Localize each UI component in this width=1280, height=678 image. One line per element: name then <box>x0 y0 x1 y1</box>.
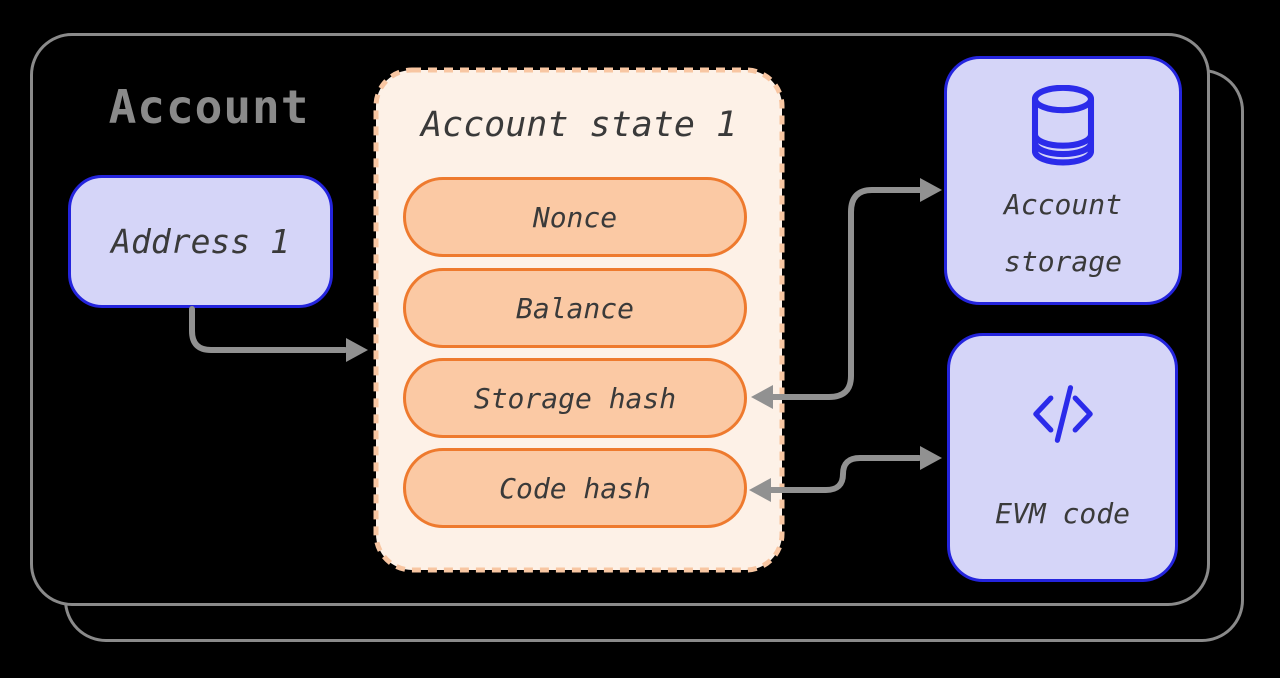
state-field-storage-hash: Storage hash <box>403 358 747 438</box>
evm-code-box: EVM code <box>947 333 1178 582</box>
state-field-label: Storage hash <box>473 381 677 415</box>
database-icon <box>1031 85 1095 166</box>
state-field-label: Nonce <box>532 200 618 234</box>
account-state-title: Account state 1 <box>420 105 738 145</box>
state-field-label: Balance <box>515 291 634 325</box>
evm-code-label: EVM code <box>995 497 1130 530</box>
diagram-title: Account <box>108 80 310 134</box>
address-label: Address 1 <box>111 222 290 261</box>
account-storage-label-line1: Account <box>1003 188 1122 221</box>
account-state-box: Account state 1 Nonce Balance Storage ha… <box>373 67 785 573</box>
state-field-label: Code hash <box>499 471 651 505</box>
state-field-nonce: Nonce <box>403 177 747 257</box>
account-storage-label-line2: storage <box>1003 245 1122 278</box>
state-field-code-hash: Code hash <box>403 448 747 528</box>
code-icon <box>1032 385 1093 443</box>
account-storage-box: Account storage <box>944 56 1182 305</box>
state-field-balance: Balance <box>403 268 747 348</box>
address-box: Address 1 <box>68 175 333 308</box>
